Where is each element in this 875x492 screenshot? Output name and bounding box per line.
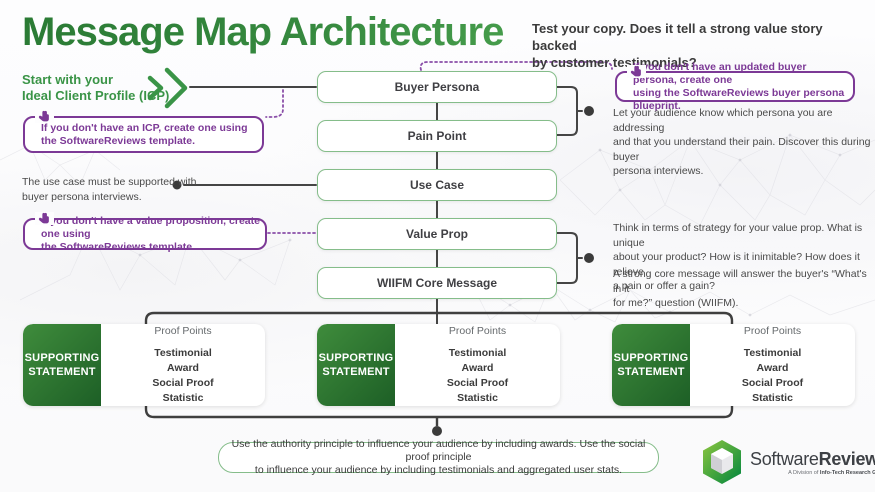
dotted-buyerpersona-callout-link [419, 61, 613, 71]
softwarereviews-cube-icon [703, 440, 741, 484]
note-core-message: A strong core message will answer the bu… [613, 268, 867, 309]
supporting-statement-card: SUPPORTING STATEMENT Proof Points Testim… [612, 324, 855, 406]
page-title: Message Map Architecture [22, 10, 542, 55]
supporting-statement-card: SUPPORTING STATEMENT Proof Points Testim… [23, 324, 265, 406]
supporting-statement-label: SUPPORTING STATEMENT [612, 324, 690, 406]
note-value-strategy: Think in terms of strategy for your valu… [613, 222, 863, 292]
proof-points-header: Proof Points [154, 325, 212, 337]
flow-box-value-prop: Value Prop [317, 218, 557, 250]
bracket-value-wiifm [556, 232, 578, 284]
flow-box-pain-point: Pain Point [317, 120, 557, 152]
pointer-hand-icon [35, 212, 54, 225]
proof-points-header: Proof Points [743, 325, 802, 337]
flow-box-use-case: Use Case [317, 169, 557, 201]
callout-buyer-persona: If you don't have an updated buyer perso… [615, 61, 855, 112]
logo-name-bold: Reviews [818, 448, 875, 469]
bracket-persona-pain [556, 86, 578, 136]
softwarereviews-logo: SoftwareReviews A Division of Info-Tech … [700, 438, 875, 486]
node-dot-persona-pain [584, 106, 594, 116]
bracket-supporting-statements [144, 311, 734, 419]
node-dot-bottom [432, 426, 442, 436]
supporting-statement-label: SUPPORTING STATEMENT [317, 324, 395, 406]
flow-box-wiifm-core-message: WIIFM Core Message [317, 267, 557, 299]
callout-icp: If you don't have an ICP, create one usi… [23, 110, 264, 153]
authority-principle-note: Use the authority principle to influence… [218, 438, 659, 476]
start-icp-label: Start with your Ideal Client Profile (IC… [22, 72, 170, 103]
pointer-hand-icon [35, 110, 54, 123]
supporting-statement-card: SUPPORTING STATEMENT Proof Points Testim… [317, 324, 560, 406]
callout-value-prop: If you don't have a value proposition, c… [23, 212, 267, 253]
flow-box-buyer-persona: Buyer Persona [317, 71, 557, 103]
dotted-icp-callout-link [265, 89, 284, 118]
proof-points-header: Proof Points [448, 325, 507, 337]
logo-tagline: A Division of Info-Tech Research Group [788, 469, 875, 476]
supporting-statement-label: SUPPORTING STATEMENT [23, 324, 101, 406]
pointer-hand-icon [627, 65, 646, 78]
test-copy-heading: Test your copy. Does it tell a strong va… [532, 21, 823, 70]
logo-name-regular: Software [750, 448, 819, 469]
note-persona-pain: Let your audience know which persona you… [613, 107, 871, 177]
double-chevron-icon [147, 67, 188, 109]
node-dot-usecase [172, 180, 182, 190]
node-dot-value-wiifm [584, 253, 594, 263]
note-use-case: The use case must be supported with buye… [22, 176, 197, 203]
